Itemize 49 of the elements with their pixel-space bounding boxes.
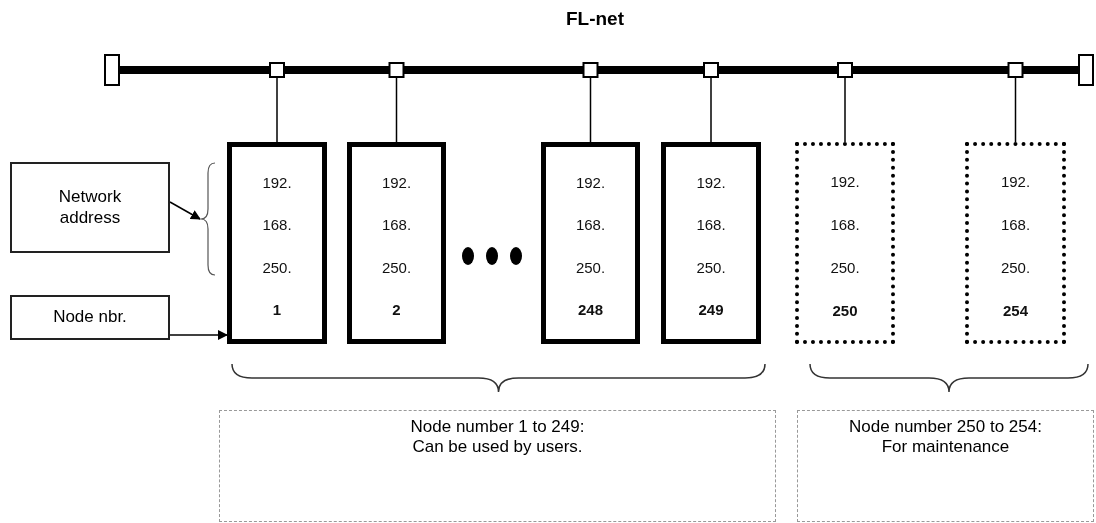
node-number: 1	[272, 301, 282, 319]
station-box	[965, 142, 1066, 344]
callout-text: Node nbr.	[53, 307, 127, 328]
callout-box	[10, 162, 170, 253]
address-octet: 192.	[575, 173, 606, 191]
node-number: 250	[832, 302, 858, 319]
note-text: Node number 1 to 249:	[410, 417, 585, 438]
address-octet: 192.	[696, 173, 726, 191]
drop-line	[710, 76, 712, 143]
drop-line	[589, 76, 592, 143]
note-text: For maintenance	[881, 437, 1010, 458]
address-octet: 192.	[830, 173, 860, 190]
drop-line	[844, 76, 846, 143]
address-octet: 250.	[262, 258, 292, 276]
address-octet: 168.	[830, 216, 860, 233]
note-box	[797, 410, 1094, 522]
station-box	[541, 142, 640, 344]
note-box	[219, 410, 776, 522]
address-octet: 168.	[262, 216, 292, 234]
address-octet: 192.	[381, 173, 412, 191]
node-number: 249	[698, 301, 724, 319]
address-octet: 168.	[575, 216, 606, 234]
callout-box	[10, 295, 170, 340]
node-number: 254	[1003, 302, 1028, 319]
note-text: Node number 250 to 254:	[849, 417, 1042, 438]
station-box	[795, 142, 895, 344]
diagram-title: FL-net	[564, 8, 625, 30]
station-box	[347, 142, 446, 344]
station-box	[661, 142, 761, 344]
station-box	[227, 142, 327, 344]
callout-arrow	[169, 330, 228, 340]
address-octet: 192.	[262, 173, 292, 191]
drop-line	[395, 76, 398, 143]
address-octet: 168.	[1000, 216, 1031, 233]
note-text: Can be used by users.	[412, 437, 583, 458]
drop-line	[1014, 76, 1017, 143]
address-octet: 250.	[1000, 259, 1031, 276]
address-octet: 168.	[381, 216, 412, 234]
address-octet: 250.	[830, 259, 860, 276]
address-octet: 250.	[575, 258, 606, 276]
address-octet: 250.	[696, 258, 726, 276]
address-octet: 192.	[1000, 173, 1031, 190]
node-number: 2	[392, 301, 401, 319]
node-number: 248	[578, 301, 603, 319]
address-octet: 168.	[696, 216, 726, 234]
address-octet: 250.	[381, 258, 412, 276]
callout-text: Network address	[57, 187, 123, 228]
callout-arrow	[169, 201, 201, 220]
drop-line	[276, 76, 278, 143]
